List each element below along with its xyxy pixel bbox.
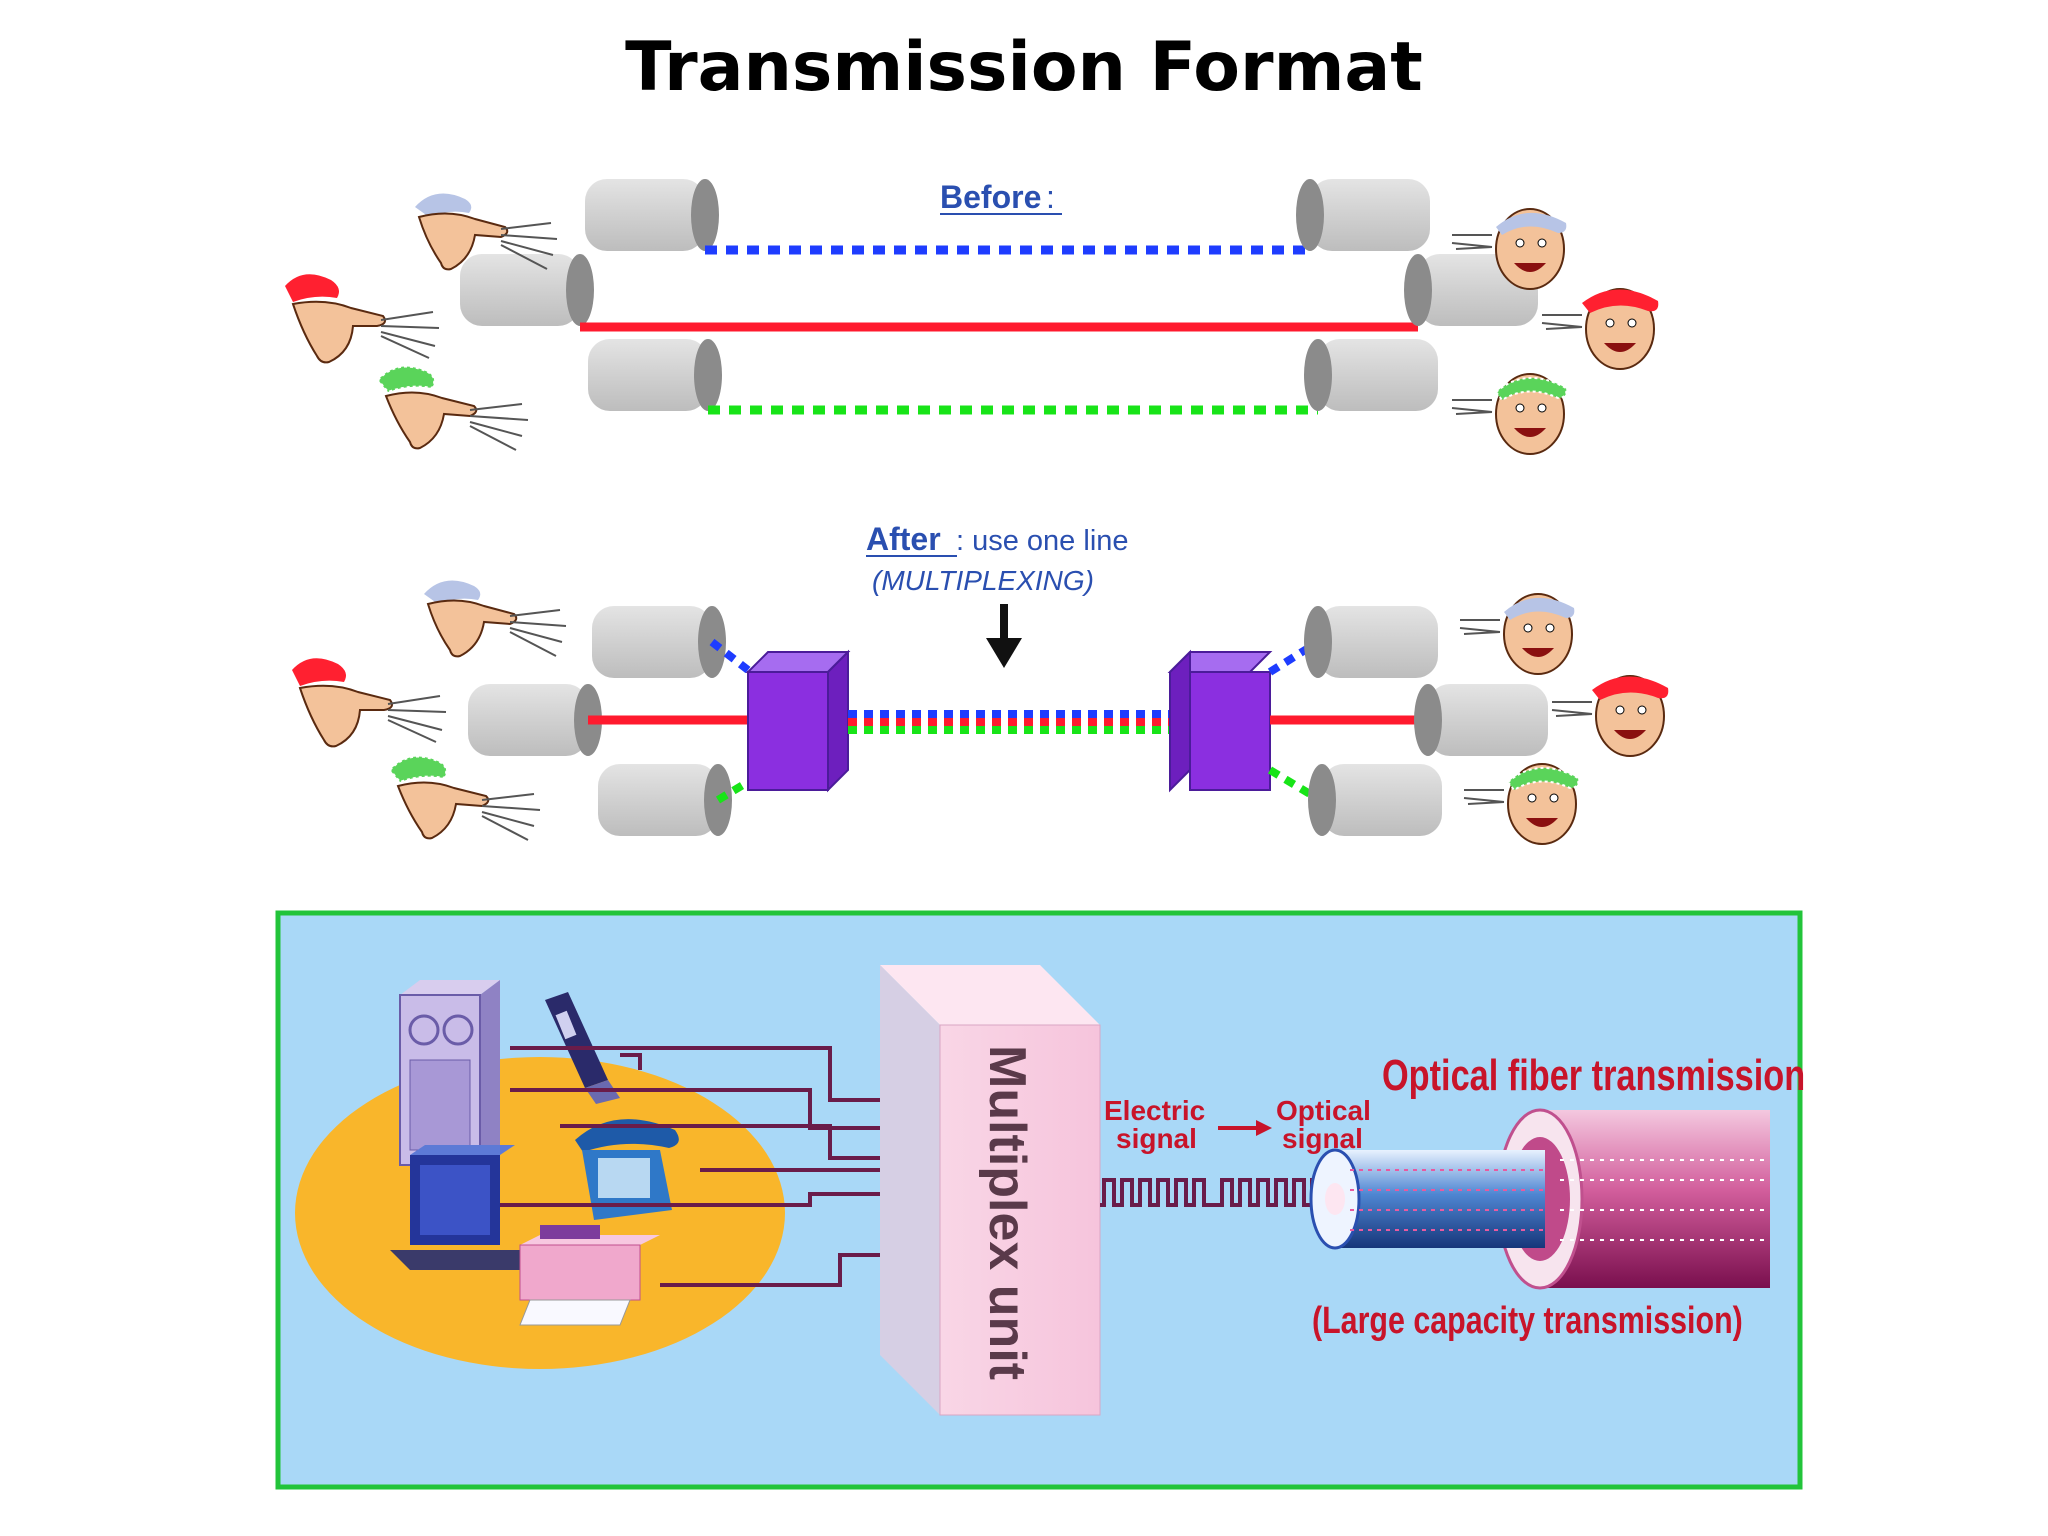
right-can [1296, 179, 1430, 251]
speaker-faces [285, 193, 567, 841]
after-multiplexing: (MULTIPLEXING) [872, 565, 1094, 596]
before-blue-channel [585, 179, 1430, 255]
workstation-icon [390, 1145, 540, 1270]
before-green-channel [588, 339, 1438, 415]
electric-signal-label-2: signal [1116, 1123, 1197, 1154]
listener-faces [1451, 208, 1669, 845]
down-arrow-icon [986, 604, 1022, 668]
optical-fiber-cable [1309, 1108, 1770, 1290]
after-right-cans [1304, 606, 1548, 836]
before-label: Before [940, 179, 1041, 215]
before-colon: : [1046, 179, 1055, 215]
right-mux-box [1167, 649, 1273, 793]
optical-signal-label-1: Optical [1276, 1095, 1371, 1126]
square-wave-signal [1100, 1178, 1330, 1207]
speaker-red-mid [285, 274, 440, 364]
left-can [585, 179, 719, 251]
multiplex-unit-label: Multiplex unit [978, 1045, 1036, 1380]
tower-computer-icon [399, 980, 500, 1166]
speaker-green-bottom [376, 365, 529, 451]
arrow-right-icon [1218, 1120, 1272, 1136]
before-red-channel [460, 254, 1538, 332]
fiber-caption: (Large capacity transmission) [1312, 1300, 1743, 1342]
after-section: After : use one line (MULTIPLEXING) [468, 521, 1548, 836]
left-mux-box [745, 649, 851, 793]
multiplex-unit-box: Multiplex unit [880, 965, 1101, 1416]
after-label: After [866, 521, 941, 557]
fax-printer-icon [519, 1225, 660, 1326]
input-wires [500, 1046, 900, 1287]
fiber-title: Optical fiber transmission [1382, 1051, 1805, 1100]
speaker-gray-top [415, 193, 558, 271]
optical-signal-label-2: signal [1282, 1123, 1363, 1154]
after-note: : use one line [956, 525, 1129, 557]
electric-signal-label-1: Electric [1104, 1095, 1205, 1126]
page-title: Transmission Format [625, 28, 1423, 107]
multiplex-panel: Multiplex unit Electric signal Optical s… [275, 910, 1805, 1490]
before-section: Before : [460, 179, 1538, 415]
